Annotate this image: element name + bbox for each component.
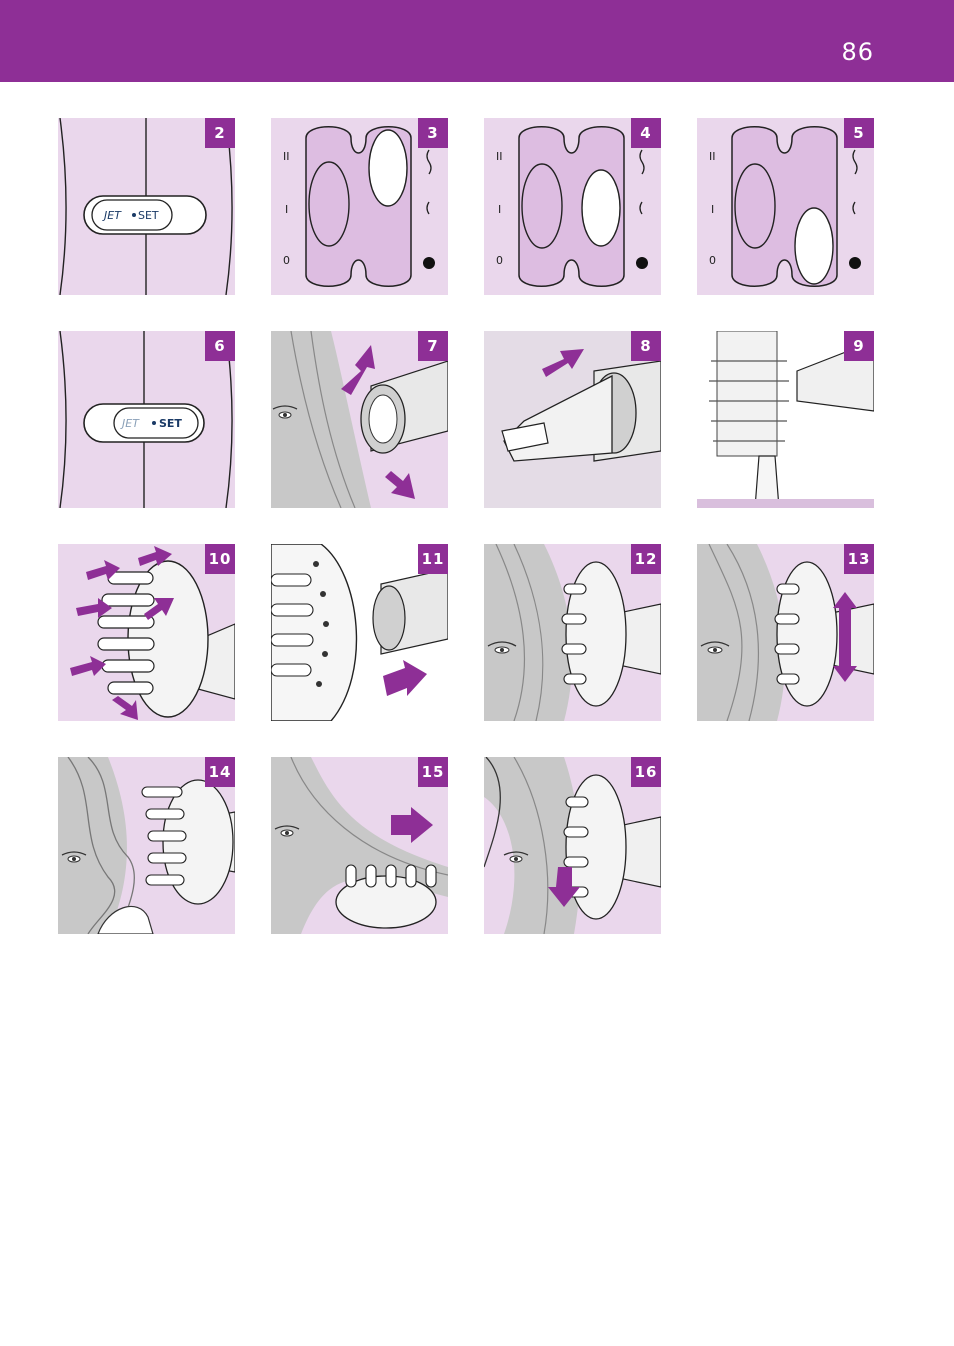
diffuser-lifting-hair-illustration: [271, 757, 448, 934]
step-number-badge: 6: [205, 331, 235, 361]
page-header: 86: [0, 0, 954, 82]
illustration-panel-14: 14: [58, 757, 235, 934]
speed-low-label: I: [285, 203, 288, 216]
step-number-badge: 11: [418, 544, 448, 574]
illustration-panel-3: II I 0 3: [271, 118, 448, 295]
page-number: 86: [841, 38, 874, 66]
speed-off-label: 0: [709, 254, 716, 267]
illustration-panel-11: 11: [271, 544, 448, 721]
speed-low-label: I: [498, 203, 501, 216]
illustration-panel-9: 9: [697, 331, 874, 508]
illustration-panel-4: II I 0 4: [484, 118, 661, 295]
step-number-badge: 8: [631, 331, 661, 361]
speed-high-label: II: [283, 150, 290, 163]
attach-concentrator-illustration: [271, 331, 448, 508]
step-number-badge: 2: [205, 118, 235, 148]
illustration-panel-15: 15: [271, 757, 448, 934]
step-number-badge: 15: [418, 757, 448, 787]
set-label: SET: [159, 417, 182, 430]
illustration-panel-6: JET SET 6: [58, 331, 235, 508]
step-number-badge: 13: [844, 544, 874, 574]
step-number-badge: 4: [631, 118, 661, 148]
speed-off-label: 0: [496, 254, 503, 267]
illustration-panel-5: II I 0 5: [697, 118, 874, 295]
jet-label: JET: [120, 417, 140, 430]
jet-label: JET: [102, 209, 122, 222]
attach-diffuser-illustration: [271, 544, 448, 721]
diffuser-fingers-illustration: [70, 546, 235, 720]
diffuser-curls-illustration: [58, 757, 235, 934]
step-number-badge: 7: [418, 331, 448, 361]
speed-switch-illustration: II I 0: [709, 126, 861, 287]
diffuser-combing-down-illustration: [484, 757, 661, 934]
speed-high-label: II: [709, 150, 716, 163]
illustration-panel-13: 13: [697, 544, 874, 721]
step-number-badge: 16: [631, 757, 661, 787]
speed-high-label: II: [496, 150, 503, 163]
step-number-badge: 14: [205, 757, 235, 787]
illustration-panel-7: 7: [271, 331, 448, 508]
diffuser-drying-roots-illustration: [484, 544, 661, 721]
illustration-panel-16: 16: [484, 757, 661, 934]
illustration-panel-8: 8: [484, 331, 661, 508]
illustration-panel-2: JET SET 2: [58, 118, 235, 295]
step-number-badge: 10: [205, 544, 235, 574]
step-number-badge: 5: [844, 118, 874, 148]
set-label: SET: [138, 209, 159, 222]
step-number-badge: 12: [631, 544, 661, 574]
speed-low-label: I: [711, 203, 714, 216]
illustration-panel-12: 12: [484, 544, 661, 721]
jetset-switch-off-illustration: JET SET: [59, 118, 233, 295]
step-number-badge: 3: [418, 118, 448, 148]
speed-off-label: 0: [283, 254, 290, 267]
illustration-panel-10: 10: [58, 544, 235, 721]
speed-switch-illustration: II I 0: [283, 126, 435, 287]
speed-switch-illustration: II I 0: [496, 126, 648, 287]
step-number-badge: 9: [844, 331, 874, 361]
diffuser-rotating-illustration: [697, 544, 874, 721]
